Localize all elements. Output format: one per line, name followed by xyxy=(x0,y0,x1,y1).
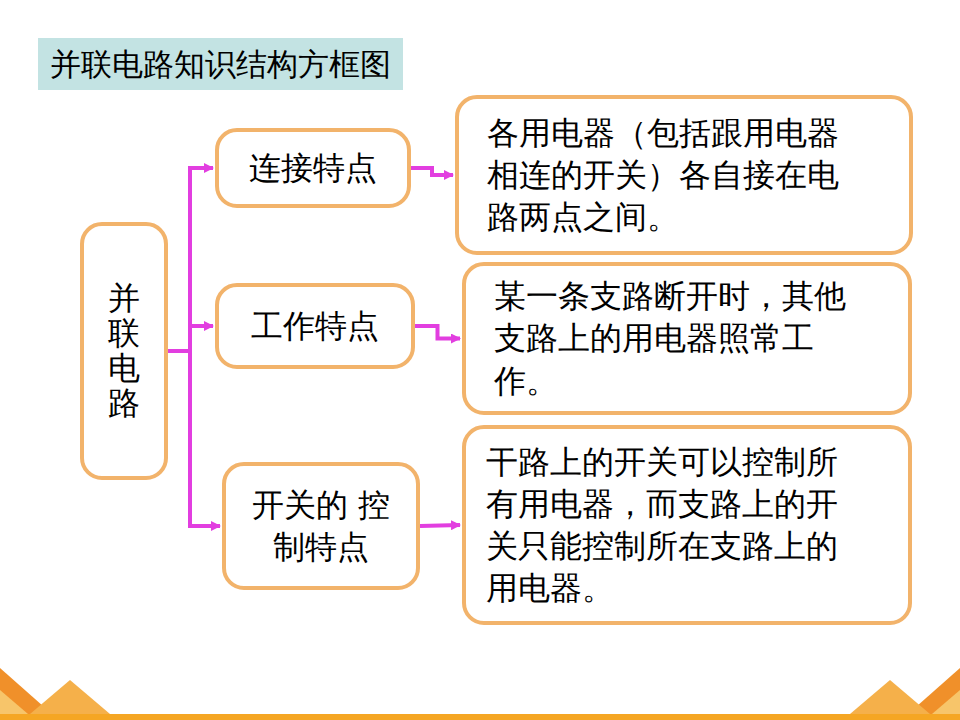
description-box: 某一条支路断开时，其他支路上的用电器照常工作。 xyxy=(462,262,912,415)
arrow-connector xyxy=(420,525,460,526)
diagram-title: 并联电路知识结构方框图 xyxy=(38,38,403,90)
node-text: 工作特点 xyxy=(251,305,379,347)
category-box: 开关的 控制特点 xyxy=(222,462,420,590)
node-text: 开关的 控制特点 xyxy=(236,484,406,568)
corner-triangle xyxy=(30,680,110,714)
node-text: 连接特点 xyxy=(249,147,377,189)
arrow-connector xyxy=(415,326,460,339)
arrow-connector xyxy=(168,351,220,526)
corner-triangle xyxy=(0,690,28,714)
category-box: 工作特点 xyxy=(215,283,415,369)
corner-triangle xyxy=(850,680,930,714)
bottom-bar xyxy=(0,714,960,720)
node-text: 并联电路 xyxy=(108,281,140,422)
node-text: 某一条支路断开时，其他支路上的用电器照常工作。 xyxy=(494,275,864,402)
description-box: 干路上的开关可以控制所有用电器，而支路上的开关只能控制所在支路上的用电器。 xyxy=(462,425,912,625)
arrow-connector xyxy=(168,168,213,351)
category-box: 连接特点 xyxy=(215,128,411,208)
corner-triangle xyxy=(932,690,960,714)
node-text: 干路上的开关可以控制所有用电器，而支路上的开关只能控制所在支路上的用电器。 xyxy=(486,441,864,610)
node-text: 各用电器（包括跟用电器相连的开关）各自接在电路两点之间。 xyxy=(487,112,857,239)
root-box: 并联电路 xyxy=(80,222,168,480)
description-box: 各用电器（包括跟用电器相连的开关）各自接在电路两点之间。 xyxy=(455,95,913,255)
arrow-connector xyxy=(168,326,213,351)
arrow-connector xyxy=(411,168,453,175)
